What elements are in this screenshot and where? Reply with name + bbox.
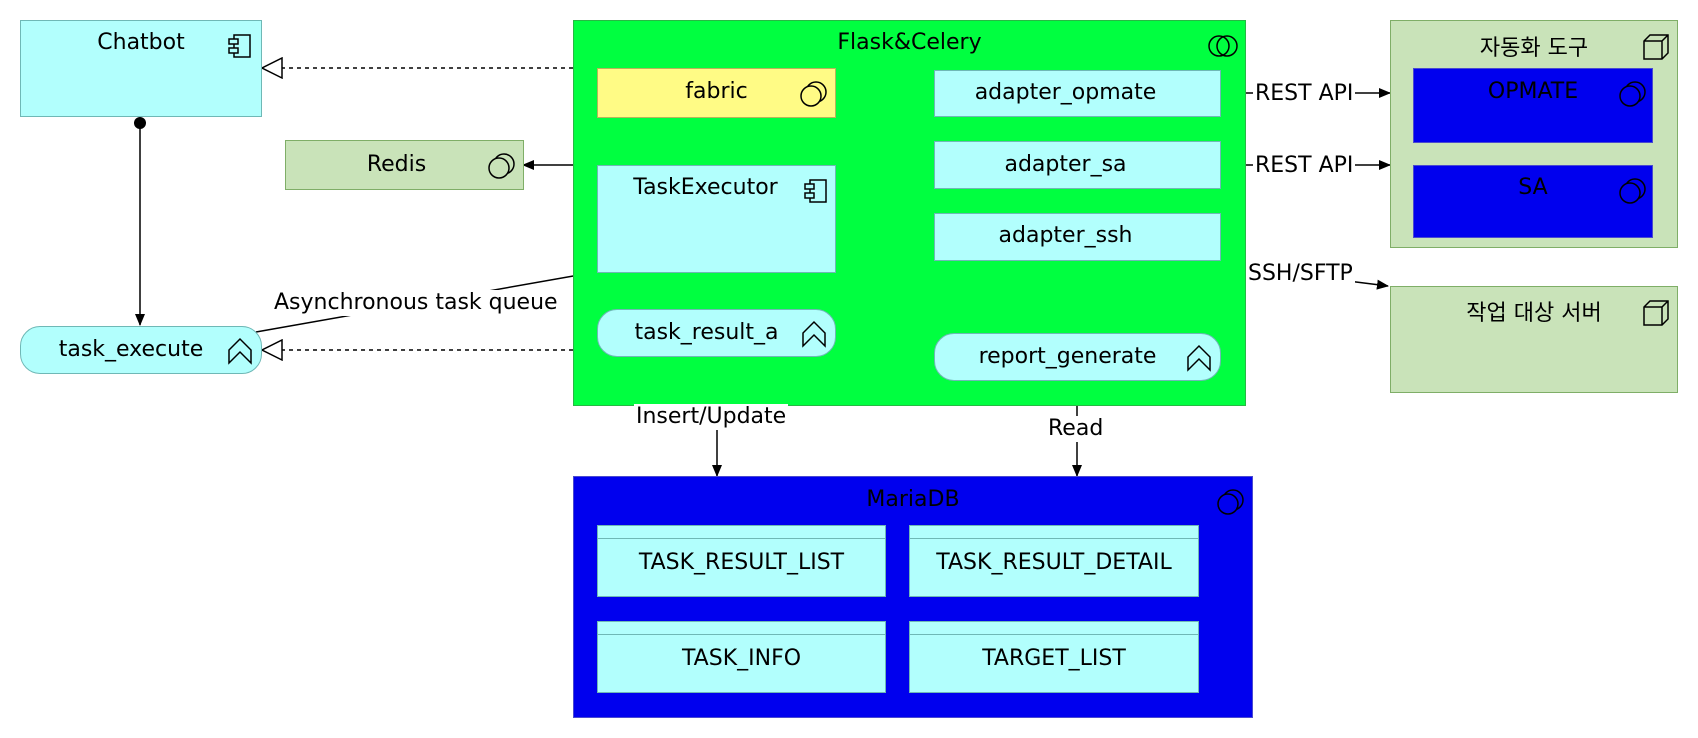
db-table: TASK_RESULT_DETAIL [909, 525, 1199, 597]
opmate-label: OPMATE [1487, 79, 1579, 104]
task-executor-component: TaskExecutor [597, 165, 836, 273]
report-generate-service: report_generate [934, 333, 1221, 381]
chatbot-label: Chatbot [97, 30, 185, 55]
table-header-line [910, 634, 1198, 635]
system-software-icon [800, 81, 827, 107]
system-software-icon [1217, 489, 1244, 515]
adapter-ssh: adapter_ssh [934, 213, 1221, 261]
mariadb-label: MariaDB [866, 487, 960, 512]
adapter-opmate: adapter_opmate [934, 70, 1221, 117]
table-header-line [598, 538, 885, 539]
adapter-sa: adapter_sa [934, 141, 1221, 189]
task-result-service: task_result_a [597, 309, 836, 357]
redis-label: Redis [366, 152, 427, 177]
task-result-label: task_result_a [634, 320, 779, 345]
task-executor-label: TaskExecutor [633, 175, 778, 200]
db-table: TASK_RESULT_LIST [597, 525, 886, 597]
sa-node: SA [1413, 165, 1653, 238]
system-software-icon [1619, 81, 1646, 107]
table-name: TASK_INFO [681, 646, 802, 671]
fabric-node: fabric [597, 68, 836, 118]
node-icon [1643, 300, 1669, 326]
task-execute-label: task_execute [58, 337, 204, 362]
target-server-node: 작업 대상 서버 [1390, 286, 1678, 393]
table-header-line [910, 538, 1198, 539]
edge-label-ssh-sftp: SSH/SFTP [1246, 261, 1355, 287]
chatbot-component: Chatbot [20, 20, 262, 117]
table-name: TARGET_LIST [982, 646, 1126, 671]
table-name: TASK_RESULT_LIST [638, 550, 845, 575]
adapter-opmate-label: adapter_opmate [974, 80, 1157, 105]
adapter-ssh-label: adapter_ssh [998, 223, 1133, 248]
collaboration-icon [1208, 35, 1238, 57]
node-icon [1643, 34, 1669, 60]
edge-label-read: Read [1046, 416, 1106, 442]
edge-label-rest-api-opmate: REST API [1253, 81, 1356, 107]
system-software-icon [488, 153, 515, 179]
adapter-sa-label: adapter_sa [1004, 152, 1127, 177]
function-icon [802, 320, 826, 348]
edge-label-async-queue: Asynchronous task queue [272, 290, 560, 316]
task-execute-service: task_execute [20, 326, 262, 374]
report-generate-label: report_generate [978, 344, 1157, 369]
flask-celery-label: Flask&Celery [837, 30, 982, 55]
table-name: TASK_RESULT_DETAIL [936, 550, 1172, 575]
edge-label-rest-api-sa: REST API [1253, 153, 1356, 179]
redis-node: Redis [285, 140, 524, 190]
function-icon [1187, 344, 1211, 372]
opmate-node: OPMATE [1413, 68, 1653, 143]
db-table: TASK_INFO [597, 621, 886, 693]
fabric-label: fabric [685, 79, 748, 104]
table-header-line [598, 634, 885, 635]
system-software-icon [1619, 178, 1646, 204]
component-icon [804, 179, 827, 203]
edge-label-insert-update: Insert/Update [634, 404, 789, 430]
component-icon [228, 34, 251, 58]
db-table: TARGET_LIST [909, 621, 1199, 693]
target-server-label: 작업 대상 서버 [1466, 301, 1602, 326]
function-icon [228, 337, 252, 365]
sa-label: SA [1518, 175, 1548, 200]
automation-tools-label: 자동화 도구 [1479, 36, 1589, 61]
